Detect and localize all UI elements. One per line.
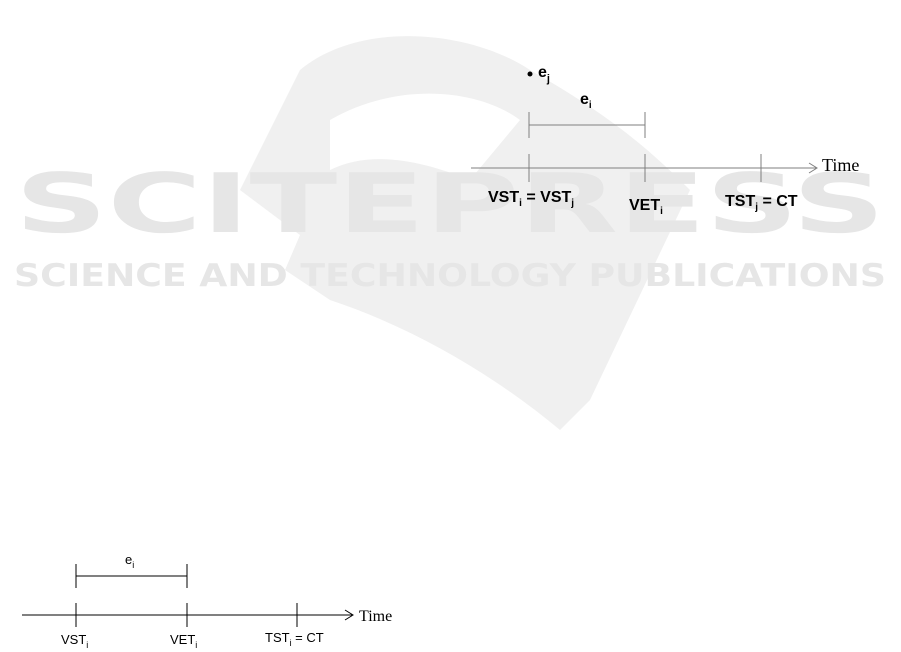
watermark: SCITEPRESS SCIENCE AND TECHNOLOGY PUBLIC… <box>14 36 886 430</box>
point-event-marker <box>528 72 533 77</box>
tick-2-label: VETi <box>170 632 197 650</box>
tick-3-label: TSTi = CT <box>265 630 324 648</box>
time-axis-label: Time <box>822 155 859 175</box>
time-axis-label: Time <box>359 608 392 625</box>
interval-event-label: ei <box>125 552 134 570</box>
bottom-timeline-diagram: ei Time VSTi VETi TSTi = CT <box>22 552 392 650</box>
tick-1-label: VSTi <box>61 632 88 650</box>
watermark-subtitle: SCIENCE AND TECHNOLOGY PUBLICATIONS <box>14 258 886 294</box>
